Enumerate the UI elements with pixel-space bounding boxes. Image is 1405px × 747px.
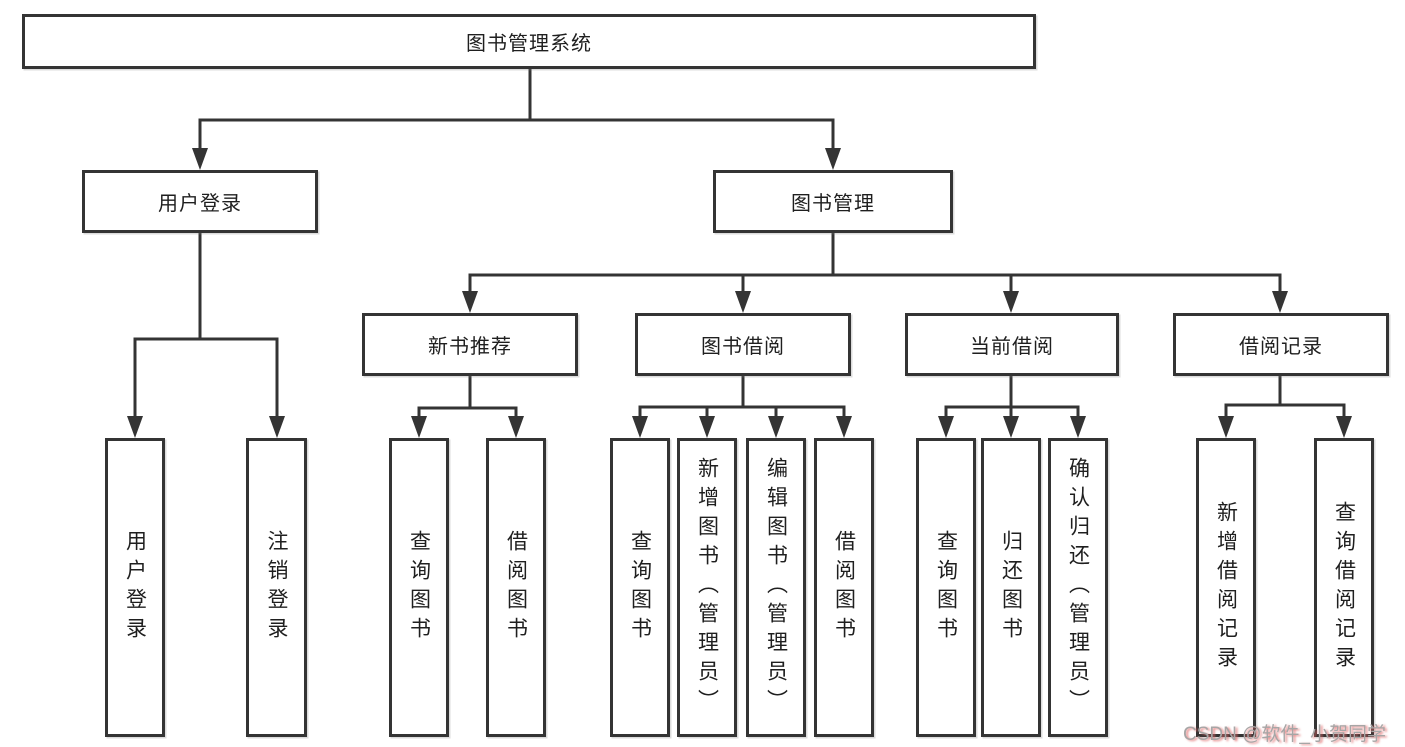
leaf-user-login: 用户登录 — [105, 438, 165, 737]
leaf-recommend-query-books: 查询图书 — [389, 438, 449, 737]
leaf-user-login-label: 用户登录 — [123, 529, 147, 646]
leaf-logout-label: 注销登录 — [265, 529, 288, 646]
arrowhead-icons — [127, 148, 1352, 438]
node-root-label: 图书管理系统 — [466, 33, 592, 55]
leaf-borrowing-add-books-admin-label: 新增图书（管理员） — [695, 457, 719, 718]
leaf-current-return-books: 归还图书 — [981, 438, 1041, 737]
leaf-borrowing-query-books-label: 查询图书 — [628, 529, 652, 646]
leaf-recommend-borrow-books-label: 借阅图书 — [504, 529, 528, 646]
leaf-current-query-books: 查询图书 — [916, 438, 976, 737]
node-current-borrowing-label: 当前借阅 — [970, 336, 1054, 358]
leaf-records-add-record-label: 新增借阅记录 — [1214, 500, 1238, 675]
leaf-records-query-record: 查询借阅记录 — [1314, 438, 1374, 737]
leaf-current-confirm-return-admin-label: 确认归还（管理员） — [1066, 457, 1090, 718]
node-borrowing-records-label: 借阅记录 — [1239, 336, 1323, 358]
csdn-watermark: CSDN @软件_小贺同学 — [1183, 724, 1386, 745]
node-book-borrowing: 图书借阅 — [635, 313, 851, 376]
leaf-records-add-record: 新增借阅记录 — [1196, 438, 1256, 737]
leaf-recommend-query-books-label: 查询图书 — [407, 529, 431, 646]
node-user-login-label: 用户登录 — [158, 193, 242, 215]
node-borrowing-records: 借阅记录 — [1173, 313, 1389, 376]
node-root: 图书管理系统 — [22, 14, 1036, 69]
leaf-borrowing-edit-books-admin: 编辑图书（管理员） — [746, 438, 806, 737]
node-book-management: 图书管理 — [713, 170, 953, 233]
leaf-current-confirm-return-admin: 确认归还（管理员） — [1048, 438, 1108, 737]
node-book-management-label: 图书管理 — [791, 193, 875, 215]
node-new-book-recommend-label: 新书推荐 — [428, 336, 512, 358]
leaf-borrowing-query-books: 查询图书 — [610, 438, 670, 737]
leaf-current-return-books-label: 归还图书 — [999, 529, 1023, 646]
node-book-borrowing-label: 图书借阅 — [701, 336, 785, 358]
leaf-borrowing-borrow-books-label: 借阅图书 — [832, 529, 856, 646]
node-current-borrowing: 当前借阅 — [905, 313, 1119, 376]
leaf-current-query-books-label: 查询图书 — [934, 529, 958, 646]
node-user-login: 用户登录 — [82, 170, 318, 233]
leaf-recommend-borrow-books: 借阅图书 — [486, 438, 546, 737]
leaf-logout: 注销登录 — [246, 438, 307, 737]
leaf-borrowing-edit-books-admin-label: 编辑图书（管理员） — [764, 457, 788, 718]
leaf-records-query-record-label: 查询借阅记录 — [1332, 500, 1356, 675]
leaf-borrowing-borrow-books: 借阅图书 — [814, 438, 874, 737]
node-new-book-recommend: 新书推荐 — [362, 313, 578, 376]
leaf-borrowing-add-books-admin: 新增图书（管理员） — [677, 438, 737, 737]
